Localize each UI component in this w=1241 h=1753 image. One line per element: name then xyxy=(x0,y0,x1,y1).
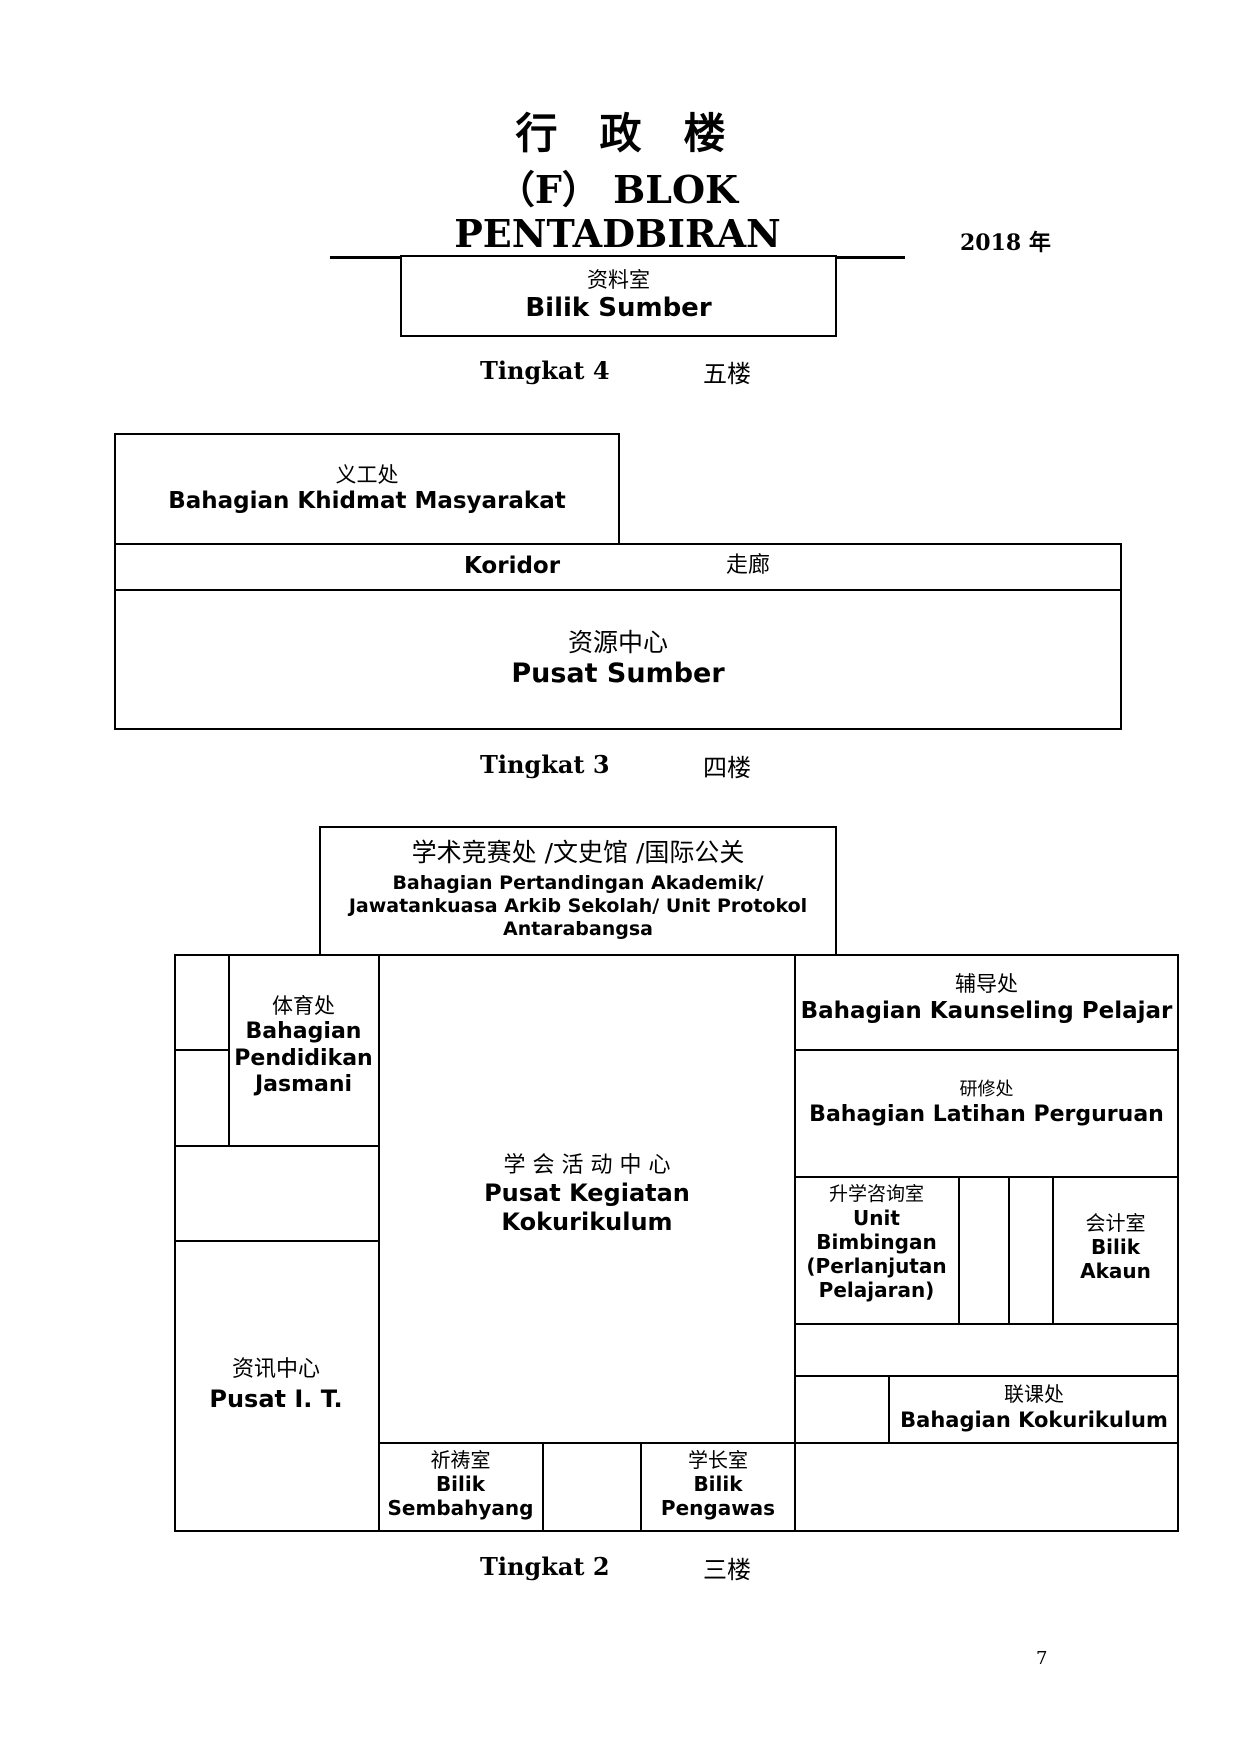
room-cn-label: 升学咨询室 xyxy=(828,1183,924,1205)
floor-label-en: Tingkat 2 xyxy=(480,1552,610,1581)
room-en-label: Pusat Kegiatan xyxy=(484,1179,690,1208)
room-khidmat-masyarakat: 义工处 Bahagian Khidmat Masyarakat xyxy=(114,433,620,545)
corridor-cn-label: 走廊 xyxy=(726,553,771,578)
floor-label-cn: 三楼 xyxy=(703,1556,751,1584)
room-cn-label: 会计室 xyxy=(1085,1211,1146,1235)
room-cn-label: 资源中心 xyxy=(567,628,668,658)
room-en-label: (Perlanjutan xyxy=(806,1253,947,1278)
room-cn-label: 祈祷室 xyxy=(430,1448,491,1472)
floor2-outline xyxy=(174,954,1179,1532)
room-unit-bimbingan: 升学咨询室 Unit Bimbingan (Perlanjutan Pelaja… xyxy=(795,1183,958,1302)
room-pusat-sumber: 资源中心 Pusat Sumber xyxy=(114,589,1122,730)
room-en-label: Jawatankuasa Arkib Sekolah/ Unit Protoko… xyxy=(348,894,808,917)
room-en-label: Bilik xyxy=(693,1472,743,1496)
room-bilik-pengawas: 学长室 Bilik Pengawas xyxy=(641,1448,795,1520)
room-en-label: Jasmani xyxy=(254,1071,353,1097)
room-bilik-sumber: 资料室 Bilik Sumber xyxy=(400,255,837,337)
room-bilik-akaun: 会计室 Bilik Akaun xyxy=(1053,1211,1178,1283)
room-en-label: Kokurikulum xyxy=(501,1208,673,1237)
room-en-label: Bahagian Pertandingan Akademik/ xyxy=(392,872,764,894)
floor-label-cn: 五楼 xyxy=(703,360,751,388)
room-en-label: Sembahyang xyxy=(387,1496,534,1520)
room-pusat-it: 资讯中心 Pusat I. T. xyxy=(174,1356,378,1414)
room-cn-label: 资讯中心 xyxy=(231,1357,320,1382)
room-en-label: Unit xyxy=(853,1205,900,1230)
room-akademik-arkib-protokol: 学术竞赛处 /文史馆 /国际公关 Bahagian Pertandingan A… xyxy=(319,826,837,956)
floor-label-cn: 四楼 xyxy=(703,754,751,782)
room-en-label: Bilik Sumber xyxy=(525,293,712,323)
floor-label-en: Tingkat 4 xyxy=(480,356,610,385)
room-cn-label: 研修处 xyxy=(959,1079,1014,1100)
room-en-label: Bilik xyxy=(435,1472,486,1496)
room-en-label: Bahagian Kaunseling Pelajar xyxy=(800,998,1173,1025)
room-cn-label: 联课处 xyxy=(1004,1382,1064,1406)
page-title-cn: 行 政 楼 xyxy=(515,109,726,158)
room-pusat-kegiatan-kokurikulum: 学 会 活 动 中 心 Pusat Kegiatan Kokurikulum xyxy=(380,1153,794,1237)
room-cn-label: 辅导处 xyxy=(955,972,1018,996)
room-en-label: Pusat I. T. xyxy=(209,1384,343,1413)
room-pendidikan-jasmani: 体育处 Bahagian Pendidikan Jasmani xyxy=(229,994,378,1098)
room-en-label: Pusat Sumber xyxy=(511,658,725,690)
room-en-label: Akaun xyxy=(1080,1259,1151,1283)
corridor-en-label: Koridor xyxy=(464,553,561,579)
corridor: Koridor 走廊 xyxy=(114,543,1122,591)
room-kaunseling-pelajar: 辅导处 Bahagian Kaunseling Pelajar xyxy=(795,971,1178,1026)
page-title-en: （F） BLOK PENTADBIRAN xyxy=(330,168,905,259)
floor-label-en: Tingkat 3 xyxy=(480,750,610,779)
year-label: 2018 年 xyxy=(960,230,1051,256)
room-cn-label: 学术竞赛处 /文史馆 /国际公关 xyxy=(411,838,745,867)
room-en-label: Bimbingan xyxy=(816,1229,937,1254)
room-en-label: Antarabangsa xyxy=(502,917,653,940)
room-latihan-perguruan: 研修处 Bahagian Latihan Perguruan xyxy=(795,1078,1178,1130)
room-en-label: Bilik xyxy=(1090,1235,1141,1259)
room-cn-label: 体育处 xyxy=(272,994,335,1018)
room-en-label: Pendidikan xyxy=(234,1045,373,1071)
room-bahagian-kokurikulum: 联课处 Bahagian Kokurikulum xyxy=(889,1381,1179,1434)
page-number: 7 xyxy=(1036,1648,1048,1669)
room-bilik-sembahyang: 祈祷室 Bilik Sembahyang xyxy=(379,1448,542,1520)
room-cn-label: 学 会 活 动 中 心 xyxy=(503,1153,671,1178)
room-en-label: Bahagian Latihan Perguruan xyxy=(809,1102,1164,1128)
room-en-label: Pelajaran) xyxy=(818,1277,935,1302)
room-en-label: Bahagian xyxy=(245,1019,362,1045)
room-en-label: Pengawas xyxy=(660,1496,776,1520)
room-en-label: Bahagian Kokurikulum xyxy=(900,1408,1168,1432)
page-title-en-text: （F） BLOK PENTADBIRAN xyxy=(454,167,781,256)
room-cn-label: 义工处 xyxy=(335,462,399,487)
room-en-label: Bahagian Khidmat Masyarakat xyxy=(168,487,566,514)
room-cn-label: 资料室 xyxy=(587,267,650,292)
room-cn-label: 学长室 xyxy=(688,1448,748,1472)
